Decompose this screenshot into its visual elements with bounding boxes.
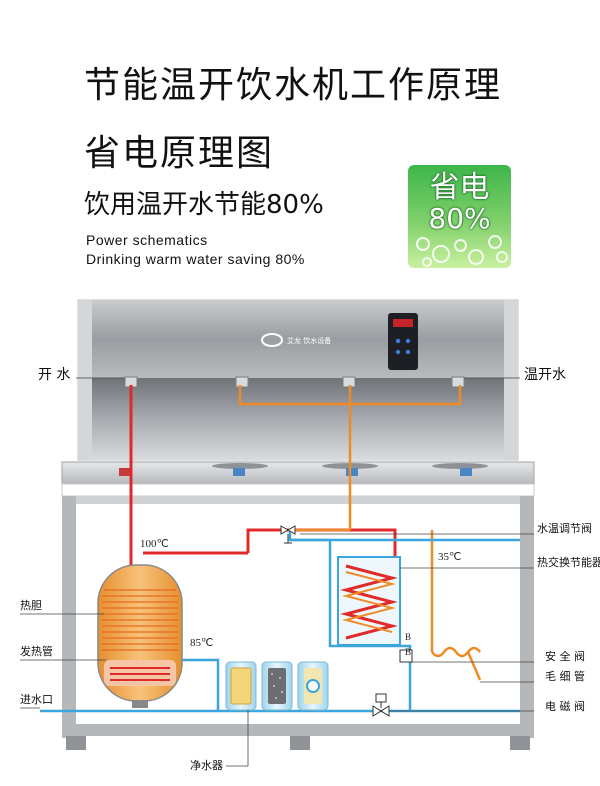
label-inlet: 进水口 (20, 693, 53, 706)
badge-text-save: 省电 (429, 170, 490, 205)
water-purifier (225, 661, 329, 711)
warm-outlet-label: 温开水 (524, 367, 566, 383)
main-title: 节能温开饮水机工作原理 (84, 65, 503, 106)
badge-text-percent: 80% (428, 202, 491, 235)
label-purifier: 净水器 (190, 759, 223, 772)
inner-tank (97, 564, 183, 708)
dispenser-upper-body (77, 299, 519, 461)
valve-mark-upper: B (405, 632, 411, 642)
brand-logo: 艾龙 饮水设备 (261, 333, 331, 347)
valve-mark-lower: B (405, 647, 411, 657)
label-safety-valve: 安 全 阀 (545, 650, 585, 663)
label-capillary: 毛 细 管 (545, 670, 585, 683)
drip-tray (61, 461, 535, 497)
sub-title: 省电原理图 (84, 133, 275, 174)
label-heating-tube: 发热管 (20, 645, 53, 658)
saving-title: 饮用温开水节能80% (84, 190, 324, 220)
faucets (124, 376, 465, 388)
control-panel (388, 313, 418, 370)
label-thermostatic-valve: 水温调节阀 (537, 522, 592, 535)
hot-outlet-label: 开 水 (38, 367, 71, 383)
temp-hot: 100℃ (140, 538, 169, 550)
safety-valve-icon: B B (399, 632, 413, 663)
english-title-2: Drinking warm water saving 80% (86, 251, 305, 267)
thermostatic-valve-icon (280, 525, 296, 544)
label-solenoid-valve: 电 磁 阀 (545, 700, 585, 713)
brand-logo-text: 艾龙 饮水设备 (287, 336, 331, 345)
warm-water-pipe (238, 385, 482, 681)
temp-warm: 35℃ (438, 551, 462, 563)
english-title-1: Power schematics (86, 232, 208, 248)
callout-lines (20, 377, 534, 767)
temp-preheat: 85℃ (190, 637, 214, 649)
label-inner-tank: 热胆 (20, 599, 42, 612)
energy-saving-badge: 省电 80% (408, 165, 511, 268)
heat-exchanger (337, 556, 401, 646)
label-heat-exchanger: 热交换节能器 (537, 556, 600, 569)
solenoid-valve-icon (372, 693, 390, 717)
